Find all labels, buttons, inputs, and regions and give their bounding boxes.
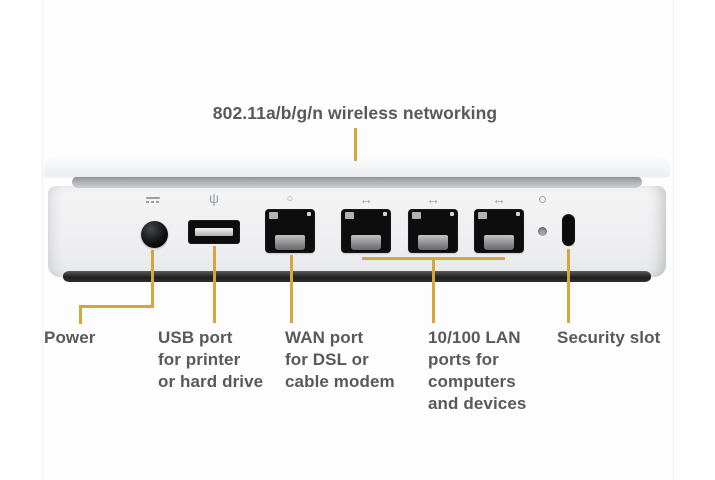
wireless-networking-label: 802.11a/b/g/n wireless networking <box>212 103 498 123</box>
lan-port-2 <box>408 209 458 253</box>
security-leader-line <box>567 249 570 323</box>
wan-icon: ○ <box>286 193 294 205</box>
wireless-leader-line <box>354 128 357 161</box>
usb-port-label: USB port for printer or hard drive <box>158 328 264 391</box>
wan-leader-line <box>290 255 293 323</box>
wan-port <box>265 209 315 253</box>
router-lid-shadow <box>72 176 642 188</box>
lan-icon: ↔ <box>426 191 440 207</box>
usb-leader-line <box>213 246 216 323</box>
power-port <box>141 221 168 248</box>
lan-icon: ↔ <box>492 191 506 207</box>
power-leader-line <box>151 250 154 307</box>
wan-port-label: WAN port for DSL or cable modem <box>285 328 395 391</box>
lan-port-1 <box>341 209 391 253</box>
lan-icon: ↔ <box>359 191 373 207</box>
lan-leader-line <box>432 257 435 323</box>
router-base-shadow <box>63 271 651 282</box>
security-slot <box>562 214 575 246</box>
reset-icon <box>539 196 546 203</box>
security-slot-label: Security slot <box>557 328 661 347</box>
router-lid <box>44 154 670 177</box>
power-label: Power <box>44 328 96 347</box>
usb-connector-tongue <box>195 228 233 236</box>
power-leader-stub <box>79 305 82 324</box>
usb-port <box>188 220 240 244</box>
usb-icon: ψ <box>209 190 219 206</box>
power-leader-elbow <box>79 305 154 308</box>
dc-power-icon <box>146 197 160 204</box>
lan-port-3 <box>474 209 524 253</box>
lan-ports-label: 10/100 LAN ports for computers and devic… <box>428 328 527 413</box>
reset-button <box>538 227 547 236</box>
